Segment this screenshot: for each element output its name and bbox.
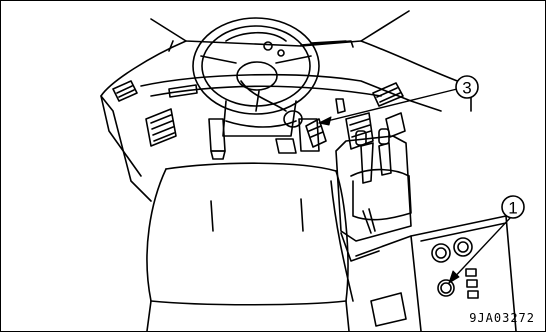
steering-column-and-pedals [209, 99, 345, 159]
steering-wheel [193, 18, 319, 127]
cab-walls [101, 11, 471, 201]
operator-seat [147, 163, 349, 331]
right-control-console [331, 129, 411, 301]
callout-1-label: 1 [508, 199, 517, 218]
callout-3-label: 3 [462, 79, 471, 98]
callout-1: 1 [449, 196, 524, 283]
figure-code: 9JA03272 [469, 311, 535, 325]
